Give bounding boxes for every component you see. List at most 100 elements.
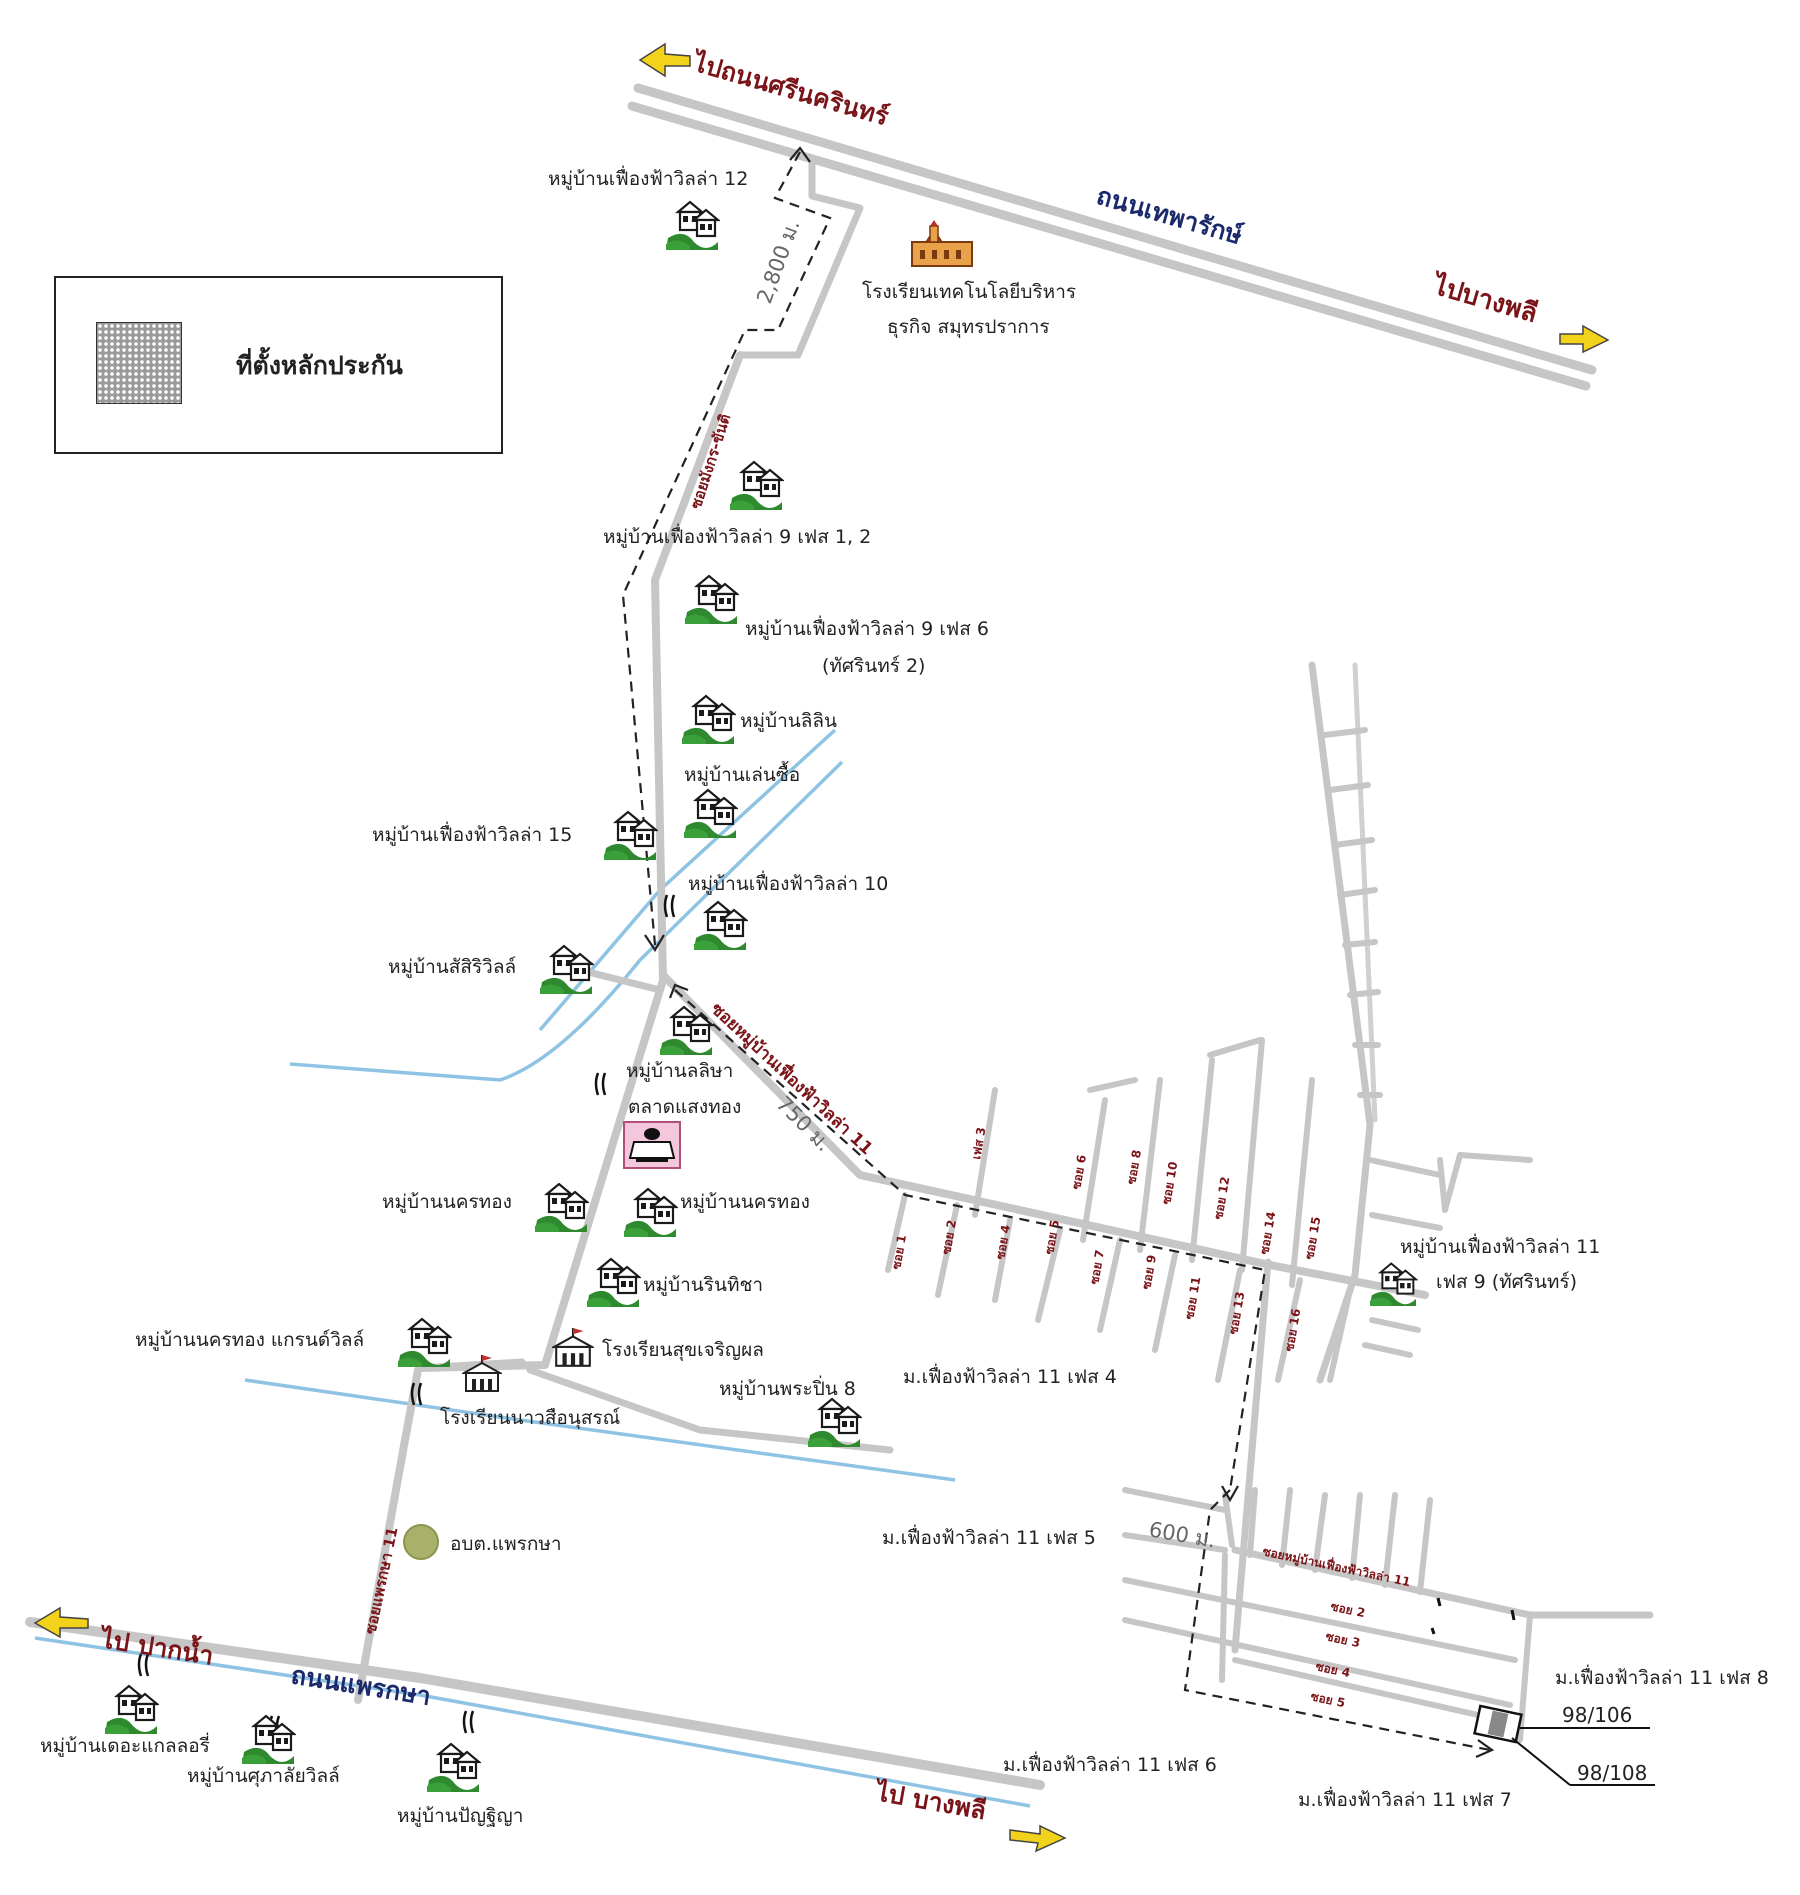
canal-praeksa (34, 1636, 1031, 1808)
label-fuengfa-9-12: หมู่บ้านเฟื่องฟ้าวิลล่า 9 เฟส 1, 2 (603, 523, 871, 548)
label-fuengfa-11-4: ม.เฟื่องฟ้าวิลล่า 11 เฟส 4 (903, 1363, 1117, 1388)
soi-6: ซอย 6 (1069, 1154, 1089, 1191)
arrow-to-srinakarin (638, 42, 691, 78)
house-icon (538, 944, 594, 994)
canal-south (244, 1378, 956, 1482)
house-icon (585, 1257, 641, 1307)
label-market: ตลาดแสงทอง (628, 1096, 741, 1118)
label-school-tech-2: ธุรกิจ สมุทรปราการ (887, 316, 1050, 339)
soi-15: ซอย 15 (1302, 1215, 1323, 1260)
soi-4: ซอย 4 (993, 1224, 1013, 1261)
roads (25, 83, 1654, 1790)
soi-3: เฟส 3 (969, 1126, 988, 1160)
lower-soi-5: ซอย 5 (1309, 1689, 1346, 1710)
lower-soi-3: ซอย 3 (1324, 1629, 1361, 1650)
soi-12: ซอย 12 (1211, 1175, 1232, 1220)
soi-9: ซอย 9 (1139, 1254, 1159, 1291)
label-lisa: หมู่บ้านลลิษา (626, 1060, 733, 1082)
label-fuengfa-11-8: ม.เฟื่องฟ้าวิลล่า 11 เฟส 8 (1555, 1664, 1769, 1689)
lower-soi-labels: ซอย 2 ซอย 3 ซอย 4 ซอย 5 (1309, 1599, 1366, 1710)
house-icon (622, 1187, 678, 1237)
thepharak-road-b (627, 101, 1591, 391)
collateral-marker (1473, 1704, 1523, 1744)
soi-mongkol-upper (736, 156, 864, 359)
label-obt: อบต.แพรกษา (450, 1533, 562, 1555)
label-to-srinakarin: ไปถนนศรีนครินทร์ (687, 46, 892, 131)
label-thepharak: ถนนเทพารักษ์ (1093, 181, 1246, 250)
house-icon (533, 1182, 589, 1232)
house-icon (682, 788, 738, 838)
label-rinthip: หมู่บ้านรินทิชา (643, 1274, 763, 1296)
label-fuengfa-9-6a: หมู่บ้านเฟื่องฟ้าวิลล่า 9 เฟส 6 (745, 615, 989, 640)
label-lilin: หมู่บ้านลิลิน (740, 710, 837, 732)
label-fuengfa-10: หมู่บ้านเฟื่องฟ้าวิลล่า 10 (688, 870, 888, 895)
side-streets (885, 727, 1533, 1723)
label-to-bangphli-top: ไปบางพลี (1427, 268, 1541, 329)
place-labels: หมู่บ้านเฟื่องฟ้าวิลล่า 12 โรงเรียนเทคโน… (40, 165, 1769, 1827)
label-nakorn-left: หมู่บ้านนครทอง (382, 1191, 512, 1213)
route-dashed (621, 151, 1491, 1752)
arrow-to-bangphli-top (1559, 324, 1610, 354)
label-nakorn-right: หมู่บ้านนครทอง (680, 1191, 810, 1213)
soi-16: ซอย 16 (1282, 1307, 1303, 1352)
label-lensue: หมู่บ้านเล่นซื้อ (684, 761, 800, 786)
house-icon (680, 694, 736, 744)
label-patcharee: หมู่บ้านปัญฐิญา (397, 1805, 523, 1827)
branch-nawa (416, 1358, 526, 1372)
market-icon (623, 1121, 681, 1169)
praeksa-road (25, 1617, 1045, 1790)
distance-600: 600 ม. (1147, 1517, 1217, 1552)
bridge-marks (137, 894, 676, 1739)
soi-5: ซอย 5 (1042, 1219, 1062, 1256)
arrow-to-paknam (33, 1606, 89, 1639)
route-segment-lower (1183, 1489, 1491, 1752)
lower-estate-right (1517, 1612, 1533, 1743)
canal-west (289, 760, 844, 1082)
label-fuengfa-11-5: ม.เฟื่องฟ้าวิลล่า 11 เฟส 5 (882, 1524, 1096, 1549)
house-icon (396, 1317, 452, 1367)
label-school-sukjaroen: โรงเรียนสุขเจริญผล (602, 1338, 764, 1362)
house-icon (425, 1742, 481, 1792)
label-fuengfa-11-9a: หมู่บ้านเฟื่องฟ้าวิลล่า 11 (1400, 1233, 1600, 1258)
school-tech-icon (911, 220, 973, 267)
soi-7: ซอย 7 (1087, 1249, 1107, 1286)
house-icon (240, 1714, 296, 1764)
direction-arrows (33, 42, 1610, 1853)
estate-markers (1430, 1597, 1516, 1635)
lower-connector (1231, 1258, 1272, 1654)
label-fuengfa-12: หมู่บ้านเฟื่องฟ้าวิลล่า 12 (548, 165, 748, 190)
arrow-to-bangphli-bottom (1009, 1824, 1067, 1853)
soi-8: ซอย 8 (1124, 1149, 1144, 1186)
route-arrowheads (644, 146, 1495, 1759)
house-icon (692, 900, 748, 950)
house-icon (806, 1397, 862, 1447)
legend-label: ที่ตั้งหลักประกัน (236, 351, 403, 380)
legend-box: ที่ตั้งหลักประกัน (54, 276, 503, 454)
soi-praeksa11 (354, 1366, 422, 1704)
house-icon (103, 1684, 159, 1734)
route-segment-fuengfa (674, 989, 1267, 1491)
collateral-location-swatch (96, 322, 182, 404)
school-icon (553, 1328, 593, 1367)
label-school-nawa: โรงเรียนนาวสือนุสรณ์ (440, 1406, 620, 1430)
branch-sansiri (576, 966, 664, 994)
label-fuengfa-11-7: ม.เฟื่องฟ้าวิลล่า 11 เฟส 7 (1298, 1786, 1512, 1811)
house-icon (683, 574, 739, 624)
soi-10: ซอย 10 (1159, 1160, 1180, 1205)
label-sansiri: หมู่บ้านสัสิริวิลล์ (388, 956, 516, 978)
soi-fuengfa11 (659, 971, 1429, 1299)
label-gallery: หมู่บ้านเดอะแกลลอรี่ (40, 1732, 210, 1757)
label-soi-praeksa11: ซอยแพรกษา 11 (361, 1525, 401, 1635)
soi-2: ซอย 2 (939, 1219, 959, 1256)
soi-labels: ซอย 1 ซอย 2 เฟส 3 ซอย 4 ซอย 5 ซอย 6 ซอย … (889, 1126, 1323, 1352)
label-supha: หมู่บ้านศุภาลัยวิลล์ (187, 1765, 340, 1788)
address-98-106: 98/106 (1562, 1703, 1632, 1727)
soi-11: ซอย 11 (1182, 1275, 1203, 1320)
soi-1: ซอย 1 (889, 1234, 909, 1271)
label-fuengfa-11-9b: เฟส 9 (ทัศรินทร์) (1436, 1271, 1577, 1293)
address-leaders (1511, 1727, 1655, 1786)
distance-2800: 2,800 ม. (752, 216, 804, 306)
address-98-108: 98/108 (1577, 1761, 1647, 1785)
label-phrakhun: หมู่บ้านพระปิ่น 8 (719, 1375, 856, 1400)
